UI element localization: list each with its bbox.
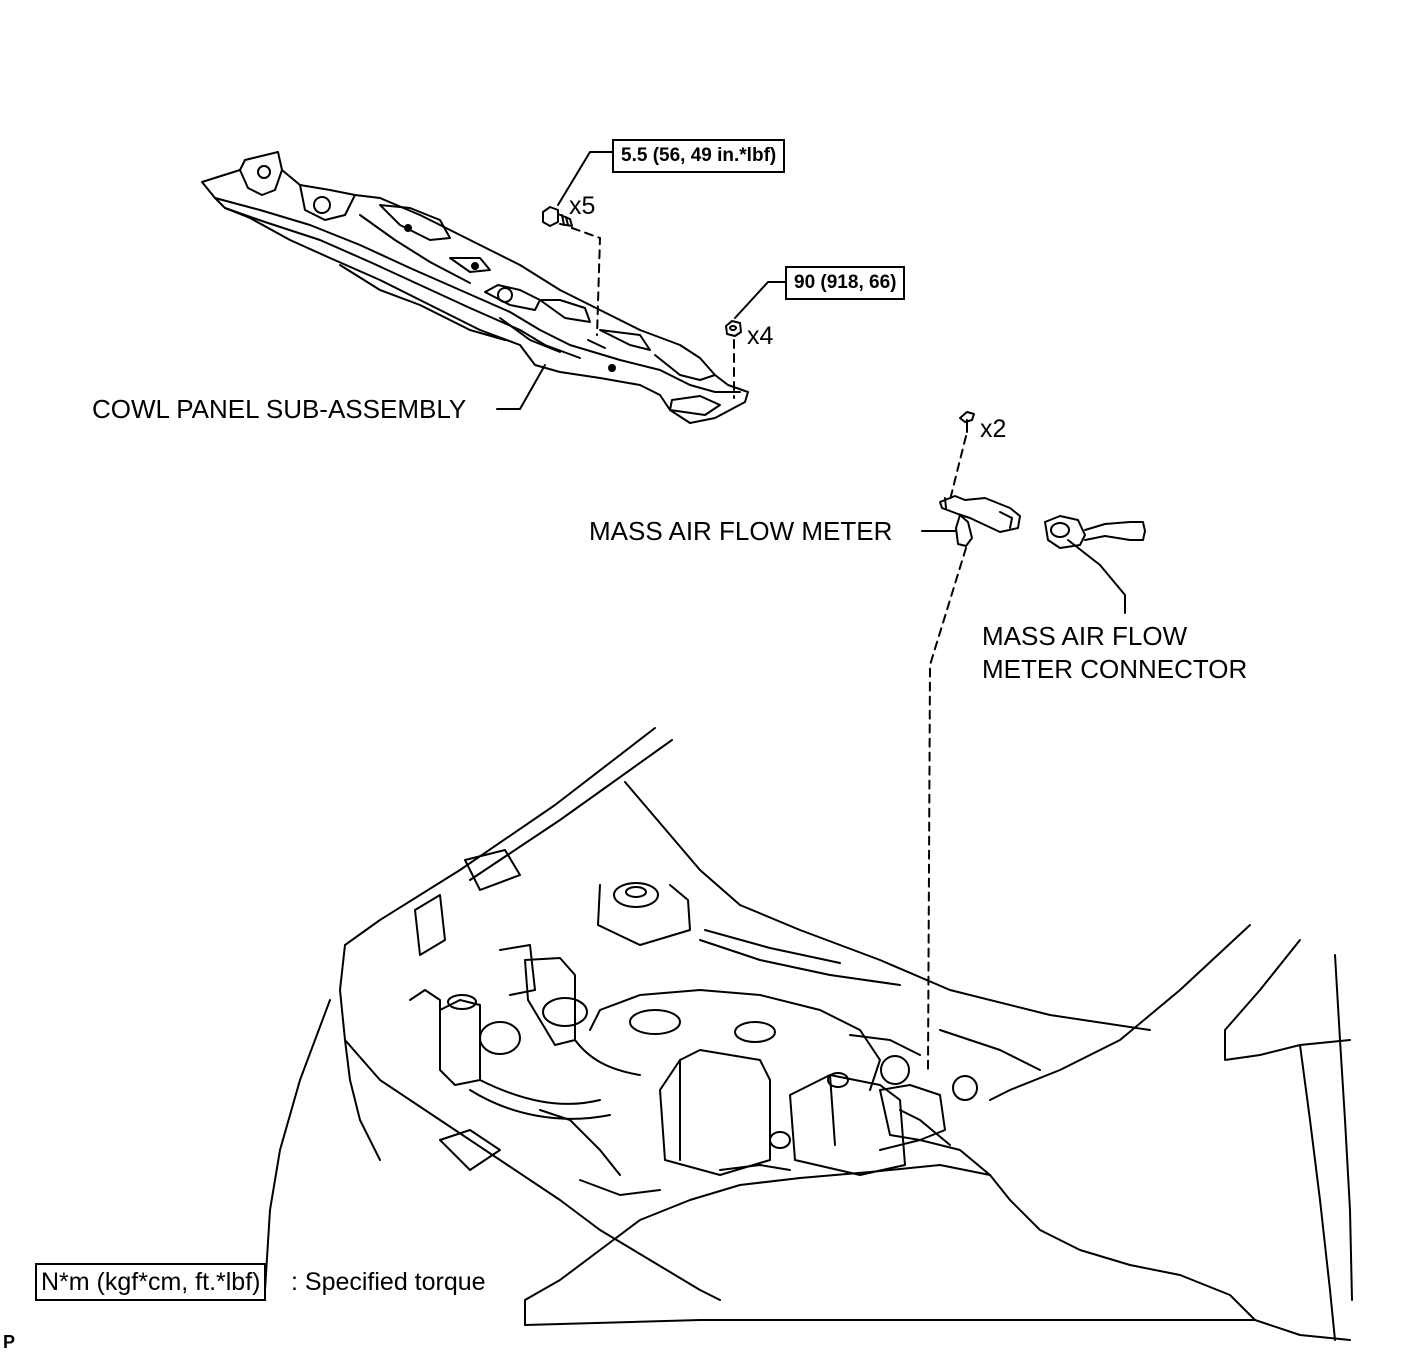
screw-quantity: x2 — [980, 415, 1007, 443]
bolt-drawing — [543, 207, 572, 226]
bolt-torque-leader — [558, 152, 612, 205]
bolt-install-line — [572, 228, 600, 335]
nut-torque-callout: 90 (918, 66) — [785, 266, 906, 300]
nut-drawing — [726, 321, 741, 336]
cowl-panel-label: COWL PANEL SUB-ASSEMBLY — [92, 394, 467, 424]
bolt-quantity: x5 — [569, 192, 596, 220]
maf-install-line — [928, 548, 966, 1070]
screw-drawing — [960, 412, 974, 432]
nut-quantity: x4 — [747, 322, 774, 350]
maf-meter-label: MASS AIR FLOW METER — [589, 516, 893, 546]
mass-air-flow-meter-drawing — [940, 496, 1020, 546]
maf-connector-label-line2: METER CONNECTOR — [982, 654, 1248, 684]
cowl-panel-drawing — [202, 152, 748, 423]
maf-connector-leader — [1068, 540, 1125, 613]
torque-legend-unit: N*m (kgf*cm, ft.*lbf) — [35, 1263, 267, 1301]
maf-connector-drawing — [1045, 516, 1145, 548]
screw-install-line — [950, 436, 966, 500]
torque-legend-description: : Specified torque — [291, 1268, 486, 1296]
corner-code: P — [3, 1332, 16, 1352]
maf-connector-label-line1: MASS AIR FLOW — [982, 621, 1188, 651]
nut-torque-leader — [735, 282, 785, 318]
vehicle-engine-bay-drawing — [265, 728, 1352, 1340]
cowl-panel-leader — [497, 365, 545, 409]
bolt-torque-callout: 5.5 (56, 49 in.*lbf) — [612, 139, 786, 173]
